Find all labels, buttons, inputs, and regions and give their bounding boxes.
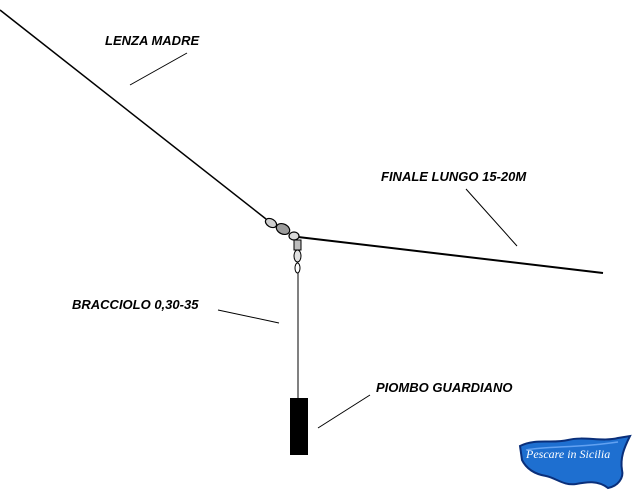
main-line-label: LENZA MADRE — [105, 33, 200, 48]
long-leader-label: FINALE LUNGO 15-20M — [381, 169, 527, 184]
sinker-label: PIOMBO GUARDIANO — [376, 380, 513, 395]
main-line — [0, 9, 267, 220]
long-leader-pointer — [465, 188, 518, 247]
sinker-pointer — [317, 394, 371, 429]
dropper-pointer — [217, 309, 280, 324]
sicily-island-logo — [518, 434, 632, 490]
three-way-swivel-icon — [264, 217, 302, 274]
main-line-pointer — [129, 52, 188, 86]
long-leader-line — [297, 236, 604, 274]
sinker-weight — [290, 398, 308, 455]
logo-text: Pescare in Sicilia — [526, 447, 611, 461]
dropper-label: BRACCIOLO 0,30-35 — [72, 297, 199, 312]
